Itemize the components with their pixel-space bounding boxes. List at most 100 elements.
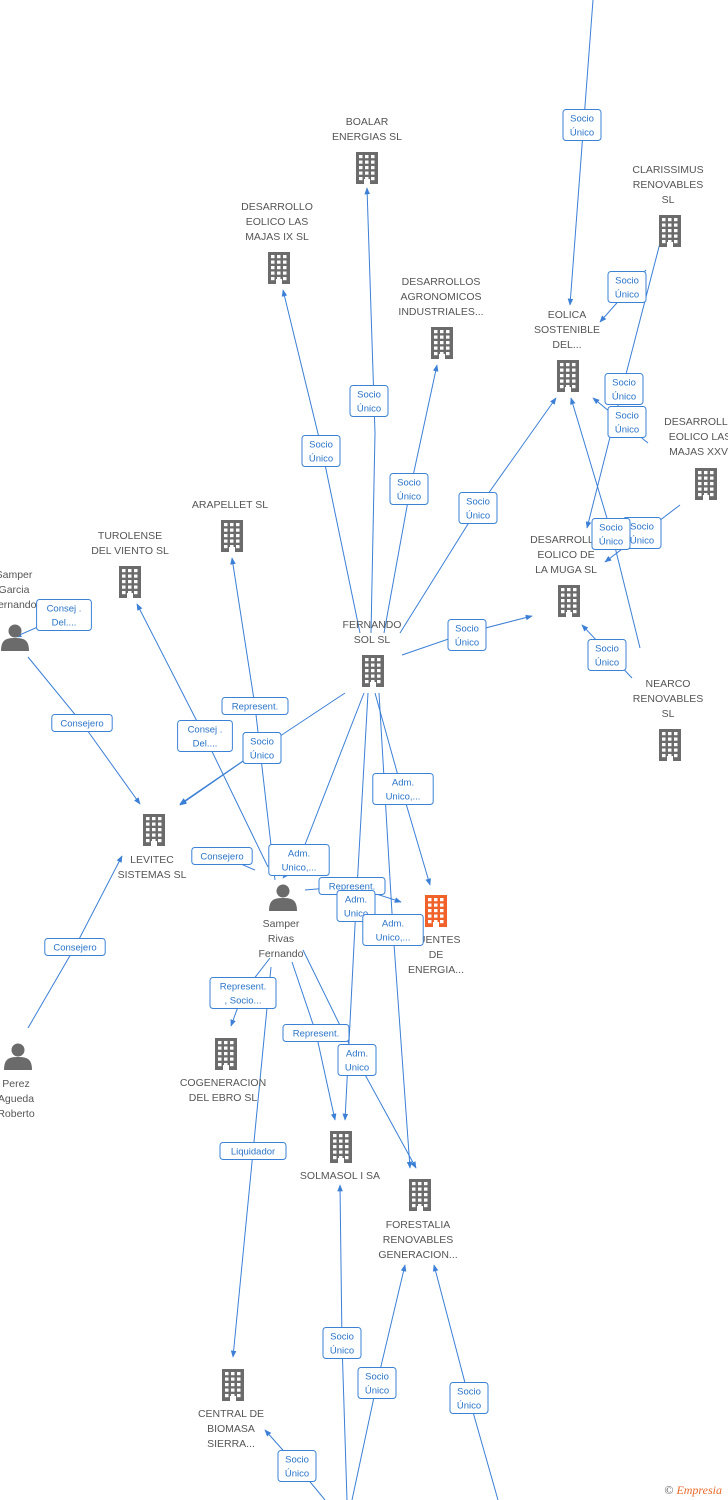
building-icon[interactable] [268,252,290,284]
building-icon[interactable] [659,215,681,247]
edge-label-box [51,714,113,732]
edge-label[interactable]: Adm.Unico,... [372,773,434,805]
edge-label-line: , Socio... [225,996,262,1007]
building-window [377,663,381,667]
building-window [434,898,438,902]
edge-label[interactable]: Represent. [282,1024,350,1042]
edge-label[interactable]: Represent. [221,697,289,715]
edge-label[interactable]: Adm.Unico,... [268,844,330,876]
building-icon[interactable] [431,327,453,359]
edge-label[interactable]: Consejero [51,714,113,732]
edge-label[interactable]: Consej .Del.... [177,720,233,752]
building-window [271,271,275,275]
edge-label-box [587,639,627,671]
building-window [237,1394,241,1398]
edge-label[interactable]: Represent. , Socio... [209,977,277,1009]
building-icon[interactable] [330,1131,352,1163]
building-window [668,229,672,233]
edge-label-box [607,406,647,438]
building-window [434,330,438,334]
node-label-line: RENOVABLES [633,693,703,705]
edge-label[interactable]: Consejero [44,938,106,956]
building-window [218,1063,222,1067]
edge-label-box [268,844,330,876]
building-icon[interactable] [425,895,447,927]
building-icon[interactable] [659,729,681,761]
edge-label-line: Socio [595,644,619,655]
edge-label-line: Represent. [220,982,266,993]
edge-label-box [607,271,647,303]
edge-label-line: Unico [344,909,368,920]
edge-label[interactable]: Adm.Unico [337,1044,377,1076]
edge-label[interactable]: Consejero [191,847,253,865]
building-window [225,1388,229,1392]
person-icon[interactable] [4,1043,32,1071]
node-label-line: BIOMASA [207,1423,255,1435]
brand-logo[interactable]: Empresia [676,1483,722,1497]
building-icon[interactable] [222,1369,244,1401]
node-label[interactable]: ARAPELLET SL [192,499,268,511]
building-icon[interactable] [695,468,717,500]
person-head [276,884,290,898]
building-window [572,363,576,367]
edge-label-box [209,977,277,1009]
building-icon[interactable] [558,585,580,617]
person-icon[interactable] [269,884,297,912]
building-icon[interactable] [119,566,141,598]
building-icon[interactable] [143,814,165,846]
edge-label[interactable]: Adm.Unico,... [362,914,424,946]
building-icon[interactable] [221,520,243,552]
edge-label[interactable]: Liquidador [219,1142,287,1160]
node-label[interactable]: SOLMASOL I SA [300,1170,380,1182]
building-icon[interactable] [356,152,378,184]
person-icon[interactable] [1,624,29,652]
edge-label[interactable]: Adm.Unico [336,890,376,922]
building-icon[interactable] [362,655,384,687]
building-window [698,482,702,486]
building-icon[interactable] [215,1038,237,1070]
building-window [345,1134,349,1138]
node-label-line: LA MUGA SL [535,564,597,576]
building-icon[interactable] [409,1179,431,1211]
node-label[interactable]: SamperGarciaFernando [0,569,37,611]
edge-label[interactable]: Consej .Del.... [36,599,92,631]
edge-label-box [219,1142,287,1160]
building-icon[interactable] [557,360,579,392]
